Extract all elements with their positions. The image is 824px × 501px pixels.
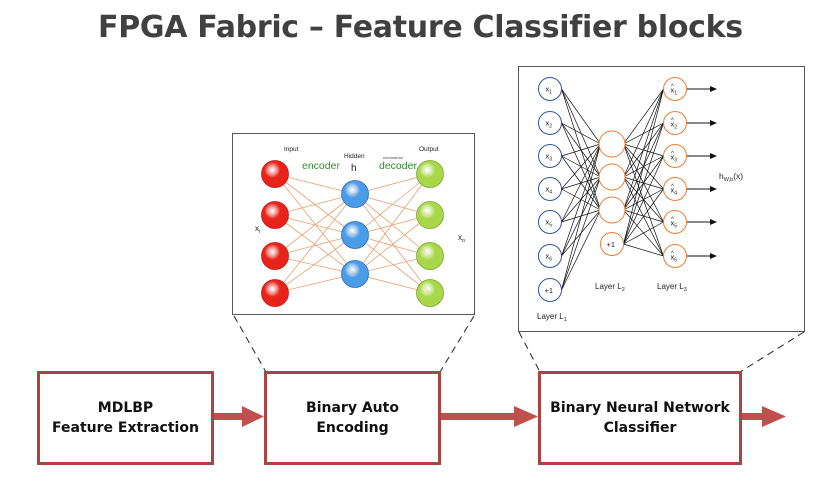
nn-output-1-hat: ^: [671, 84, 674, 90]
nn-hidden-node-2: [598, 163, 626, 191]
nn-output-2-hat: ^: [671, 118, 674, 124]
nn-input-6-label: x6: [546, 252, 553, 263]
nn-output-5-label: x5: [671, 219, 678, 230]
ae-input-node-2: [261, 201, 289, 229]
zoom-line-nn-right: [739, 331, 805, 373]
ae-xi-label: x: [255, 224, 259, 233]
svg-text:xi: xi: [255, 224, 260, 235]
ae-hidden-node-1: [341, 180, 369, 208]
nn-input-node-3: [538, 144, 562, 168]
nn-input-1-label: x1: [546, 85, 553, 96]
nn-input-5-label: x5: [546, 218, 553, 229]
ae-output-node-1: [416, 160, 444, 188]
neural-network-edges: [561, 86, 717, 291]
block-1-line1: MDLBP: [97, 400, 154, 416]
layer-l1-sub: 1: [564, 317, 567, 323]
ae-reconstruct-label: reconstruct: [383, 155, 404, 160]
block-2-line2: Encoding: [316, 420, 389, 436]
layer-l2-sub: 2: [622, 287, 625, 293]
nn-input-node-2: [538, 111, 562, 135]
ae-h-label: h: [351, 163, 357, 174]
nn-input-bias-label: +1: [545, 286, 554, 295]
ae-input-node-4: [261, 279, 289, 307]
ae-hidden-node-3: [341, 260, 369, 288]
ae-xi-sub: i: [259, 229, 260, 235]
ae-encoder-label: encoder: [302, 160, 340, 172]
nn-hidden-node-1: [598, 130, 626, 158]
layer-l3-label: Layer L: [657, 282, 684, 291]
nn-output-4-label: x4: [671, 186, 678, 197]
layer-l2-label: Layer L: [595, 282, 622, 291]
nn-input-2-label: x2: [546, 119, 553, 130]
layer-l3-sub: 3: [684, 287, 687, 293]
block-3-line1: Binary Neural Network: [550, 400, 730, 416]
nn-output-node-2: [663, 111, 687, 135]
arrow-encoding-to-classifier: [441, 406, 538, 427]
nn-output-4-hat: ^: [671, 184, 674, 190]
svg-text:Layer L3: Layer L3: [657, 282, 687, 293]
ae-output-node-3: [416, 242, 444, 270]
ae-output-node-4: [416, 279, 444, 307]
ae-xo-sub: o: [462, 238, 465, 244]
autoencoder-panel: Input Hidden h Output encoder decoder re…: [232, 133, 475, 315]
ae-output-node-2: [416, 201, 444, 229]
ae-input-node-3: [261, 242, 289, 270]
nn-output-1-label: x1: [671, 86, 678, 97]
nn-output-node-6: [663, 244, 687, 268]
nn-input-node-5: [538, 210, 562, 234]
hypothesis-h: h: [719, 171, 724, 181]
autoencoder-diagram: Input Hidden h Output encoder decoder re…: [255, 146, 465, 307]
nn-input-4-label: x4: [546, 185, 553, 196]
nn-output-6-label: x6: [671, 253, 678, 264]
nn-hidden-node-3: [598, 196, 626, 224]
nn-input-node-6: [538, 244, 562, 268]
svg-text:Layer L2: Layer L2: [595, 282, 625, 293]
layer-l1-label: Layer L: [537, 312, 564, 321]
svg-text:xo: xo: [458, 233, 465, 244]
nn-output-2-label: x2: [671, 120, 678, 131]
ae-hidden-label: Hidden: [344, 153, 365, 160]
hypothesis-sub: W,b: [724, 177, 733, 183]
block-2-line1: Binary Auto: [306, 400, 399, 416]
block-1-line2: Feature Extraction: [52, 420, 199, 436]
nn-hidden-bias-label: +1: [607, 240, 616, 249]
zoom-line-nn-left: [518, 331, 541, 373]
nn-output-5-hat: ^: [671, 217, 674, 223]
nn-output-node-3: [663, 144, 687, 168]
nn-input-node-1: [538, 77, 562, 101]
nn-output-node-1: [663, 77, 687, 101]
nn-output-node-4: [663, 177, 687, 201]
mdlbp-feature-extraction-block: MDLBP Feature Extraction: [37, 371, 214, 465]
nn-input-3-label: x3: [546, 152, 553, 163]
ae-xo-label: x: [458, 233, 462, 242]
ae-decoder-label: decoder: [379, 160, 417, 172]
zoom-line-ae-left: [233, 315, 267, 373]
svg-text:Layer L1: Layer L1: [537, 312, 567, 323]
page-title: FPGA Fabric – Feature Classifier blocks: [98, 10, 743, 45]
arrow-extraction-to-encoding: [214, 406, 264, 427]
ae-input-label: Input: [284, 146, 299, 153]
ae-hidden-node-2: [341, 221, 369, 249]
nn-hidden-bias-node: [600, 232, 624, 256]
arrow-classifier-output: [742, 406, 786, 427]
ae-input-node-1: [261, 160, 289, 188]
nn-input-bias-node: [538, 278, 562, 302]
svg-text:hW,b(x): hW,b(x): [719, 171, 743, 183]
block-3-line2: Classifier: [603, 420, 677, 436]
nn-output-6-hat: ^: [671, 251, 674, 257]
ae-output-label: Output: [419, 146, 439, 153]
zoom-line-ae-right: [439, 315, 475, 373]
nn-output-3-label: x3: [671, 153, 678, 164]
hypothesis-tail: (x): [733, 171, 743, 181]
nn-output-node-5: [663, 210, 687, 234]
nn-input-node-4: [538, 177, 562, 201]
nn-output-3-hat: ^: [671, 151, 674, 157]
